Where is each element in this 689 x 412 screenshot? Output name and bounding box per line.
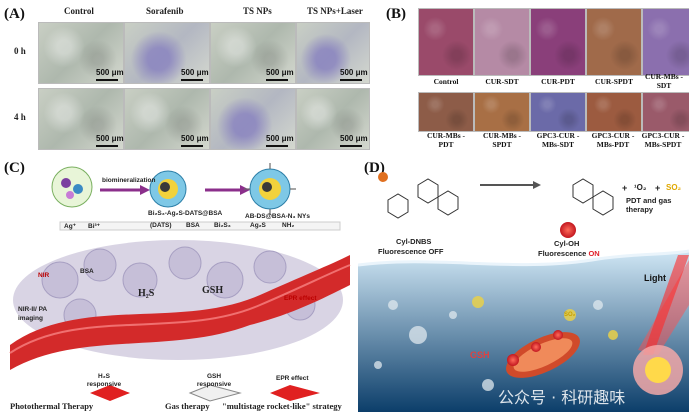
cyl-oh-label: Cyl-OH	[554, 239, 580, 248]
hist-label-gpc3-pdt: GPC3-CUR -MBs-PDT	[591, 131, 635, 149]
histology-image	[474, 92, 530, 132]
singlet-oxygen-label: ¹O₂	[634, 183, 647, 192]
scale-label: 500 μm	[181, 134, 209, 143]
scale-label: 500 μm	[96, 68, 124, 77]
bsa-label: BSA	[80, 268, 94, 275]
col-label-ts-nps-laser: TS NPs+Laser	[307, 6, 363, 16]
col-label-control: Control	[64, 6, 94, 16]
plus-2: +	[655, 183, 661, 193]
hist-label-cur-pdt: CUR-PDT	[541, 77, 575, 86]
scale-label: 500 μm	[340, 68, 368, 77]
hist-label-cur-mbs-sdt: CUR-MBs -SDT	[644, 72, 684, 90]
so2-bubble-label: SO₂	[564, 312, 576, 318]
micrograph	[38, 22, 124, 84]
arrow-top-label: H₂S responsive	[86, 373, 122, 388]
micrograph	[124, 22, 210, 84]
histology-image	[586, 8, 642, 76]
histology-image	[530, 92, 586, 132]
micrograph	[296, 22, 370, 84]
fluor-off-prefix: Fluorescence	[378, 247, 427, 256]
hist-label-cur-mbs-spdt: CUR-MBs -SPDT	[482, 131, 522, 149]
panel-c-label: (C)	[4, 160, 25, 176]
panel-b-label: (B)	[386, 6, 406, 22]
imaging-label: NIR-II/ PA imaging	[18, 306, 47, 322]
panel-d-label: (D)	[364, 160, 385, 176]
histology-image	[474, 8, 530, 76]
legend-dats: (DATS)	[150, 222, 172, 229]
arrow-top-label: EPR effect	[276, 375, 309, 382]
scale-label: 500 μm	[96, 134, 124, 143]
panel-d: (D)	[358, 155, 689, 412]
np2-label: AB-DS@BSA-N₃ NYs	[245, 213, 310, 220]
histology-image	[642, 8, 689, 76]
watermark: 公众号 · 科研趣味	[498, 388, 626, 407]
scale-bar	[340, 145, 362, 147]
panel-a-label: (A)	[4, 6, 25, 22]
scale-bar	[96, 145, 118, 147]
micrograph	[210, 88, 296, 150]
legend-ag: Ag⁺	[64, 223, 77, 230]
panel-a: (A) Control Sorafenib TS NPs TS NPs+Lase…	[0, 0, 372, 152]
schematic-d	[358, 172, 689, 412]
hist-label-gpc3-spdt: GPC3-CUR -MBs-SPDT	[641, 131, 685, 149]
fluor-off-label: Fluorescence OFF	[378, 247, 443, 256]
panel-c: (C) biom	[0, 155, 356, 412]
scale-label: 500 μm	[181, 68, 209, 77]
col-label-sorafenib: Sorafenib	[146, 6, 184, 16]
biomineralization-label: biomineralization	[102, 177, 156, 184]
histology-image	[642, 92, 689, 132]
scale-label: 500 μm	[340, 134, 368, 143]
scale-bar	[340, 79, 362, 81]
row-label-0h: 0 h	[14, 46, 26, 56]
arrow-bottom-label: "multistage rocket-like" strategy	[222, 401, 342, 411]
fluor-on-prefix: Fluorescence	[538, 249, 587, 258]
arrow-top-label: GSH responsive	[196, 373, 232, 388]
micrograph	[296, 88, 370, 150]
epr-label: EPR effect	[284, 295, 317, 302]
hist-label-control: Control	[433, 77, 459, 86]
gsh-bubble-label: GSH	[470, 350, 490, 360]
light-label: Light	[644, 273, 666, 283]
gsh-label: GSH	[202, 285, 224, 296]
legend-bi2s3: Bi₂S₃	[214, 222, 231, 229]
therapy-label: PDT and gas therapy	[626, 196, 672, 214]
plus-1: +	[622, 183, 628, 193]
legend-bi: Bi³⁺	[88, 223, 101, 230]
legend-ag2s: Ag₂S	[250, 222, 266, 229]
scale-bar	[96, 79, 118, 81]
hist-label-cur-spdt: CUR-SPDT	[595, 77, 633, 86]
scale-bar	[266, 79, 288, 81]
arrow-bottom-label: Photothermal Therapy	[10, 401, 94, 411]
h2s-label: H₂S	[138, 288, 155, 299]
histology-image	[418, 8, 474, 76]
cyl-dnbs-label: Cyl-DNBS	[396, 237, 432, 246]
micrograph	[124, 88, 210, 150]
fluor-off-value: OFF	[428, 247, 444, 256]
col-label-ts-nps: TS NPs	[243, 6, 272, 16]
np1-label: Bi₂S₃-Ag₂S-DATS@BSA	[148, 210, 223, 217]
scale-bar	[181, 145, 203, 147]
fluor-on-label: Fluorescence ON	[538, 249, 600, 258]
scale-label: 500 μm	[266, 68, 294, 77]
panel-b: (B) Control CUR-SDT CUR-PDT CUR-SPDT CUR…	[376, 0, 689, 152]
hist-label-cur-sdt: CUR-SDT	[485, 77, 519, 86]
histology-image	[418, 92, 474, 132]
histology-image	[586, 92, 642, 132]
hist-label-cur-mbs-pdt: CUR-MBs -PDT	[426, 131, 466, 149]
micrograph	[210, 22, 296, 84]
nir-label: NIR	[38, 272, 50, 279]
arrow-bottom-label: Gas therapy	[165, 401, 210, 411]
scale-label: 500 μm	[266, 134, 294, 143]
so2-label: SO₂	[666, 183, 682, 192]
scale-bar	[266, 145, 288, 147]
histology-image	[530, 8, 586, 76]
schematic-c	[9, 163, 351, 402]
fluor-on-value: ON	[588, 249, 600, 258]
legend-nh2: NH₂	[282, 222, 295, 229]
row-label-4h: 4 h	[14, 112, 26, 122]
scale-bar	[181, 79, 203, 81]
micrograph	[38, 88, 124, 150]
legend-bsa: BSA	[186, 222, 200, 229]
hist-label-gpc3-sdt: GPC3-CUR -MBs-SDT	[536, 131, 580, 149]
